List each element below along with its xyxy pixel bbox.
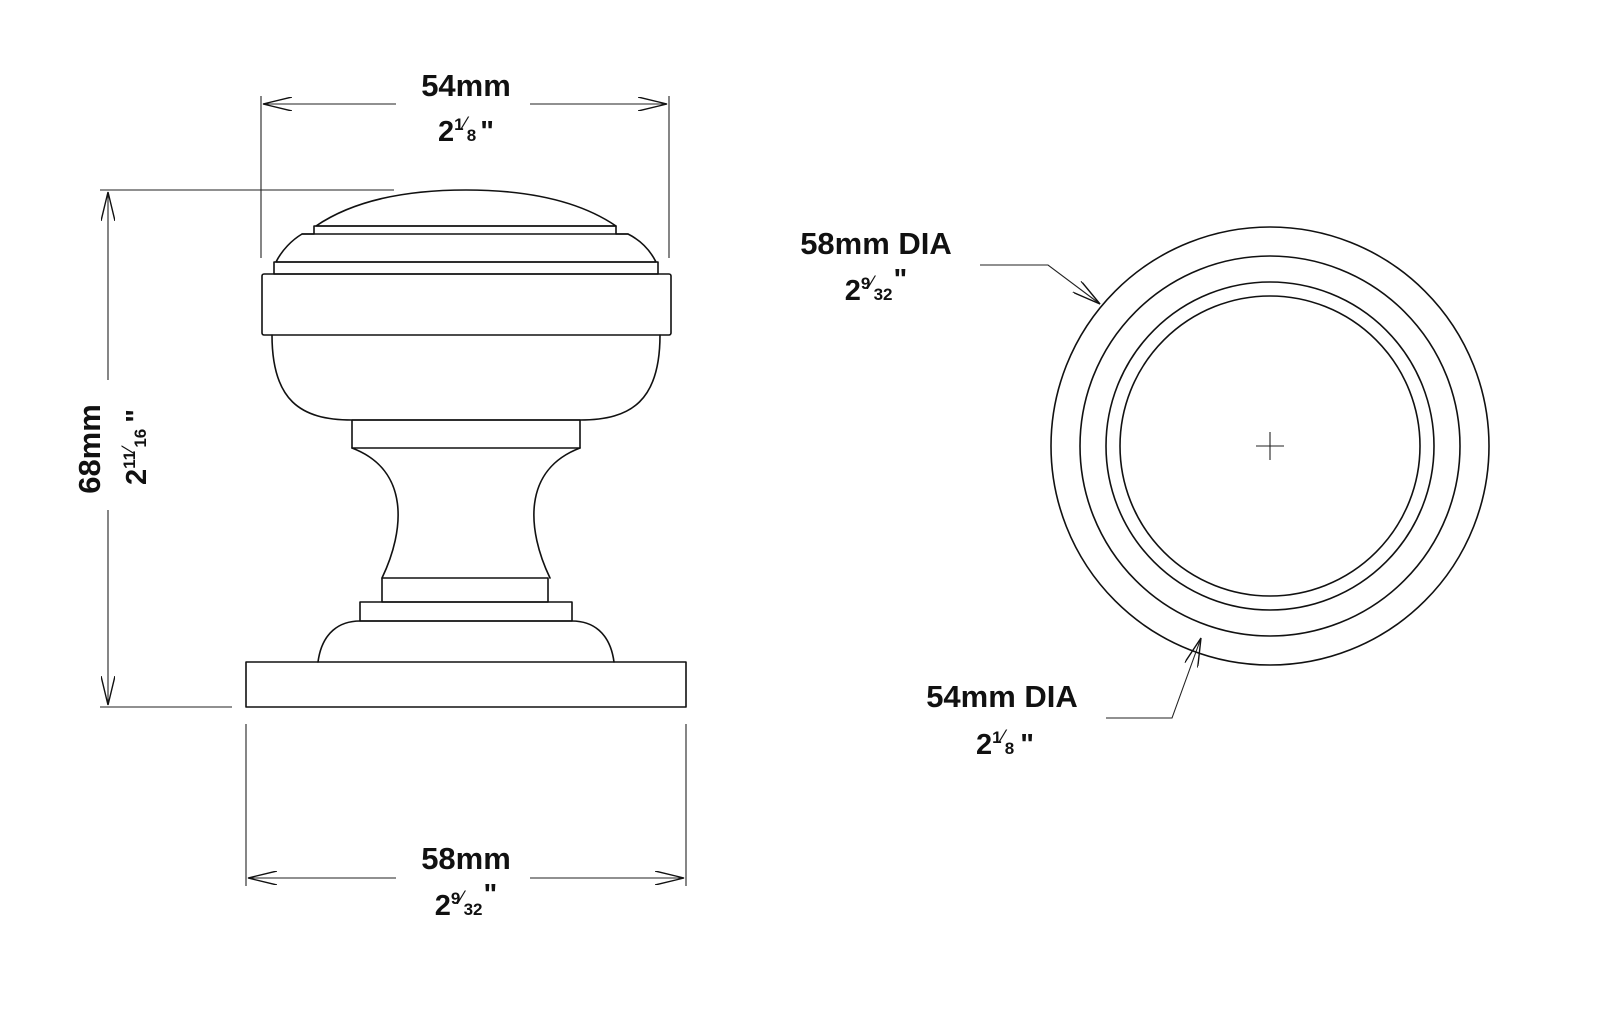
inner-diameter-leader [1106,638,1201,719]
bottom-width-dimension: 58mm 29⁄32" [248,841,684,922]
knob-side-view [245,189,687,708]
knob-backplate [245,661,687,708]
knob-bowl [271,334,661,421]
bottom-dimension-mm-label: 58mm [421,841,511,876]
knob-upper-band [273,261,659,275]
front-ring-3 [1105,281,1435,611]
knob-stem-right [533,447,581,579]
outer-diameter-inch-label: 29⁄32" [845,264,907,307]
top-dimension-inch-label: 21⁄8" [438,114,494,148]
knob-base-step [359,601,573,622]
front-inner-ring [1119,295,1421,597]
knob-main-ring [261,273,672,336]
knob-front-view [1050,226,1490,666]
outer-diameter-callout: 58mm DIA 29⁄32" [800,226,1100,307]
knob-neck-collar [351,419,581,449]
knob-dome-cap [315,189,617,227]
inner-diameter-mm-label: 54mm DIA [926,679,1078,714]
knob-base-mound [317,620,615,663]
knob-stem-ring [381,577,549,603]
height-dimension-inch-label: 211⁄16" [119,409,153,485]
outer-diameter-mm-label: 58mm DIA [800,226,952,261]
front-ring-2 [1079,255,1461,637]
front-outer-ring [1050,226,1490,666]
top-dimension-mm-label: 54mm [421,68,511,103]
knob-top-collar [275,225,657,263]
height-dimension-mm-label: 68mm [72,404,107,494]
outer-diameter-leader [980,264,1100,304]
height-dimension: 68mm 211⁄16" [72,192,153,705]
top-width-dimension: 54mm 21⁄8" [263,68,667,148]
knob-stem-left [351,447,399,579]
extension-lines [100,96,687,886]
inner-diameter-inch-label: 21⁄8" [976,727,1034,761]
inner-diameter-callout: 54mm DIA 21⁄8" [926,638,1201,761]
bottom-dimension-inch-label: 29⁄32" [435,879,497,922]
